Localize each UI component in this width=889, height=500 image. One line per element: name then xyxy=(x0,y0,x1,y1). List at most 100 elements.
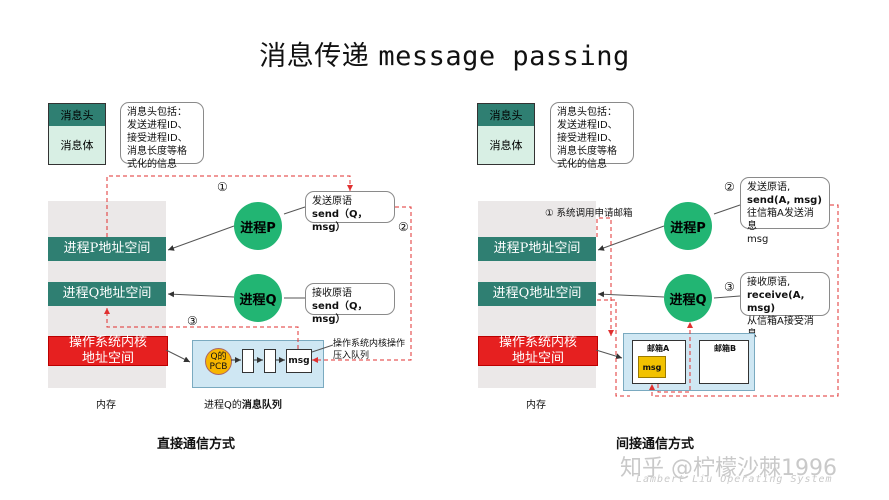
indirect-recv-code: receive(A, msg) xyxy=(747,290,805,314)
process-q-label: 进程Q xyxy=(669,292,707,308)
mailbox-msg-label: msg xyxy=(642,362,662,372)
kernel-space-label-2: 地址空间 xyxy=(81,351,134,366)
kernel-space-label-1: 操作系统内核 xyxy=(498,335,577,351)
process-p-node: 进程P xyxy=(234,202,282,250)
header-note-line: 式化的信息 xyxy=(557,159,607,170)
process-q-address-space: 进程Q地址空间 xyxy=(48,282,166,306)
kernel-address-space: 操作系统内核 地址空间 xyxy=(48,335,168,366)
process-p-label: 进程P xyxy=(240,220,276,236)
arrow-kernel-to-mailbox xyxy=(595,349,623,360)
title-en: message passing xyxy=(378,41,630,72)
arrow-send-to-p xyxy=(283,206,306,215)
header-note-line: 接受进程ID、 xyxy=(557,133,618,144)
process-p-space-label: 进程P地址空间 xyxy=(63,241,151,257)
pcb-line2: PCB xyxy=(209,361,228,372)
header-note-line: 消息长度等格 xyxy=(127,146,187,157)
title-cn: 消息传递 xyxy=(259,41,370,72)
arrow-kernel-to-queue xyxy=(165,349,191,363)
direct-step-2: ② xyxy=(398,220,409,234)
indirect-step-2: ② xyxy=(724,180,735,194)
dashed-q-space xyxy=(597,299,630,397)
direct-send-callout: 发送原语 send（Q，msg） xyxy=(305,191,395,233)
page-title: 消息传递 message passing xyxy=(0,34,889,73)
queue-node xyxy=(242,349,254,373)
indirect-step-3-recv: ③ xyxy=(724,280,735,294)
kernel-note-line2: 压入队列 xyxy=(333,351,370,361)
kernel-space-label-2: 地址空间 xyxy=(511,351,564,366)
dashed-flow-1 xyxy=(106,175,353,237)
indirect-send-msg: msg xyxy=(747,234,769,245)
process-p-address-space: 进程P地址空间 xyxy=(48,237,166,261)
queue-msg-node: msg xyxy=(286,349,312,373)
process-q-space-label: 进程Q地址空间 xyxy=(492,286,582,302)
process-p-space-label: 进程P地址空间 xyxy=(493,241,581,257)
process-q-label: 进程Q xyxy=(239,292,277,308)
kernel-note-line1: 操作系统内核操作 xyxy=(333,339,406,349)
mailbox-a-msg: msg xyxy=(638,356,666,378)
process-q-space-label: 进程Q地址空间 xyxy=(62,286,152,302)
message-body-box: 消息体 xyxy=(48,126,106,165)
indirect-step-1: ① 系统调用申请邮箱 xyxy=(545,208,633,219)
arrow-p-to-p-space xyxy=(167,225,235,251)
indirect-send-desc: 往信箱A发送消息 xyxy=(747,208,814,232)
dashed-syscall xyxy=(596,217,614,336)
mailbox-b-label: 邮箱B xyxy=(714,344,737,353)
dashed-send-flow xyxy=(649,204,839,397)
header-note-line: 发送进程ID、 xyxy=(127,120,188,131)
queue-caption-bold: 消息队列 xyxy=(241,400,282,411)
indirect-send-code: send(A, msg) xyxy=(747,195,822,206)
direct-recv-callout: 接收原语 send（Q，msg） xyxy=(305,283,395,325)
message-head-label: 消息头 xyxy=(489,109,523,122)
direct-send-title: 发送原语 xyxy=(312,196,352,207)
message-body-box: 消息体 xyxy=(477,126,535,165)
queue-node xyxy=(264,349,276,373)
indirect-caption: 间接通信方式 xyxy=(616,437,695,452)
arrow-send-to-p xyxy=(713,204,741,215)
dashed-flow-2 xyxy=(312,206,412,363)
indirect-recv-title: 接收原语, xyxy=(747,277,791,288)
watermark-main: 知乎 @柠檬沙棘1996 xyxy=(620,456,837,481)
message-body-label: 消息体 xyxy=(60,139,94,152)
arrow-kernel-note xyxy=(311,344,334,353)
direct-step-3: ③ xyxy=(187,314,198,328)
dashed-receive-flow xyxy=(657,322,693,393)
direct-caption: 直接通信方式 xyxy=(157,437,236,452)
header-note-line: 消息头包括： xyxy=(127,107,187,118)
pcb-line1: Q的 xyxy=(210,351,227,362)
direct-send-code: send（Q，msg） xyxy=(312,209,368,233)
arrow-recv-to-q xyxy=(713,295,741,299)
direct-recv-code: send（Q，msg） xyxy=(312,301,368,325)
watermark-sub: Lambert Liu Operating System xyxy=(636,474,833,485)
queue-msg-label: msg xyxy=(288,356,310,366)
queue-caption-prefix: 进程Q的 xyxy=(204,400,242,411)
header-note-line: 消息长度等格 xyxy=(557,146,617,157)
process-q-node: 进程Q xyxy=(664,274,712,322)
kernel-space-label-1: 操作系统内核 xyxy=(68,335,147,351)
process-p-node: 进程P xyxy=(664,202,712,250)
header-note-line: 式化的信息 xyxy=(127,159,177,170)
arrow-q-to-q-space xyxy=(597,291,665,298)
mailbox-a-label: 邮箱A xyxy=(647,344,670,353)
process-p-label: 进程P xyxy=(670,220,706,236)
header-note-line: 接受进程ID、 xyxy=(127,133,188,144)
indirect-send-title: 发送原语, xyxy=(747,182,791,193)
direct-step-1: ① xyxy=(217,180,228,194)
message-head-label: 消息头 xyxy=(60,109,94,122)
kernel-address-space: 操作系统内核 地址空间 xyxy=(478,335,598,366)
q-pcb: Q的 PCB xyxy=(205,348,232,375)
memory-label: 内存 xyxy=(96,400,116,411)
header-note-callout: 消息头包括： 发送进程ID、 接受进程ID、 消息长度等格 式化的信息 xyxy=(550,102,634,170)
message-body-label: 消息体 xyxy=(489,139,523,152)
mailbox-b: 邮箱B xyxy=(699,340,749,384)
arrow-q-to-q-space xyxy=(167,291,235,298)
process-q-node: 进程Q xyxy=(234,274,282,322)
indirect-send-callout: 发送原语, send(A, msg) 往信箱A发送消息 msg xyxy=(740,177,830,245)
header-note-callout: 消息头包括： 发送进程ID、 接受进程ID、 消息长度等格 式化的信息 xyxy=(120,102,204,170)
header-note-line: 消息头包括： xyxy=(557,107,617,118)
direct-recv-title: 接收原语 xyxy=(312,288,352,299)
header-note-line: 发送进程ID、 xyxy=(557,120,618,131)
kernel-operation-note: 操作系统内核操作 压入队列 xyxy=(333,338,405,362)
memory-label: 内存 xyxy=(526,400,546,411)
arrow-p-to-p-space xyxy=(597,225,665,251)
